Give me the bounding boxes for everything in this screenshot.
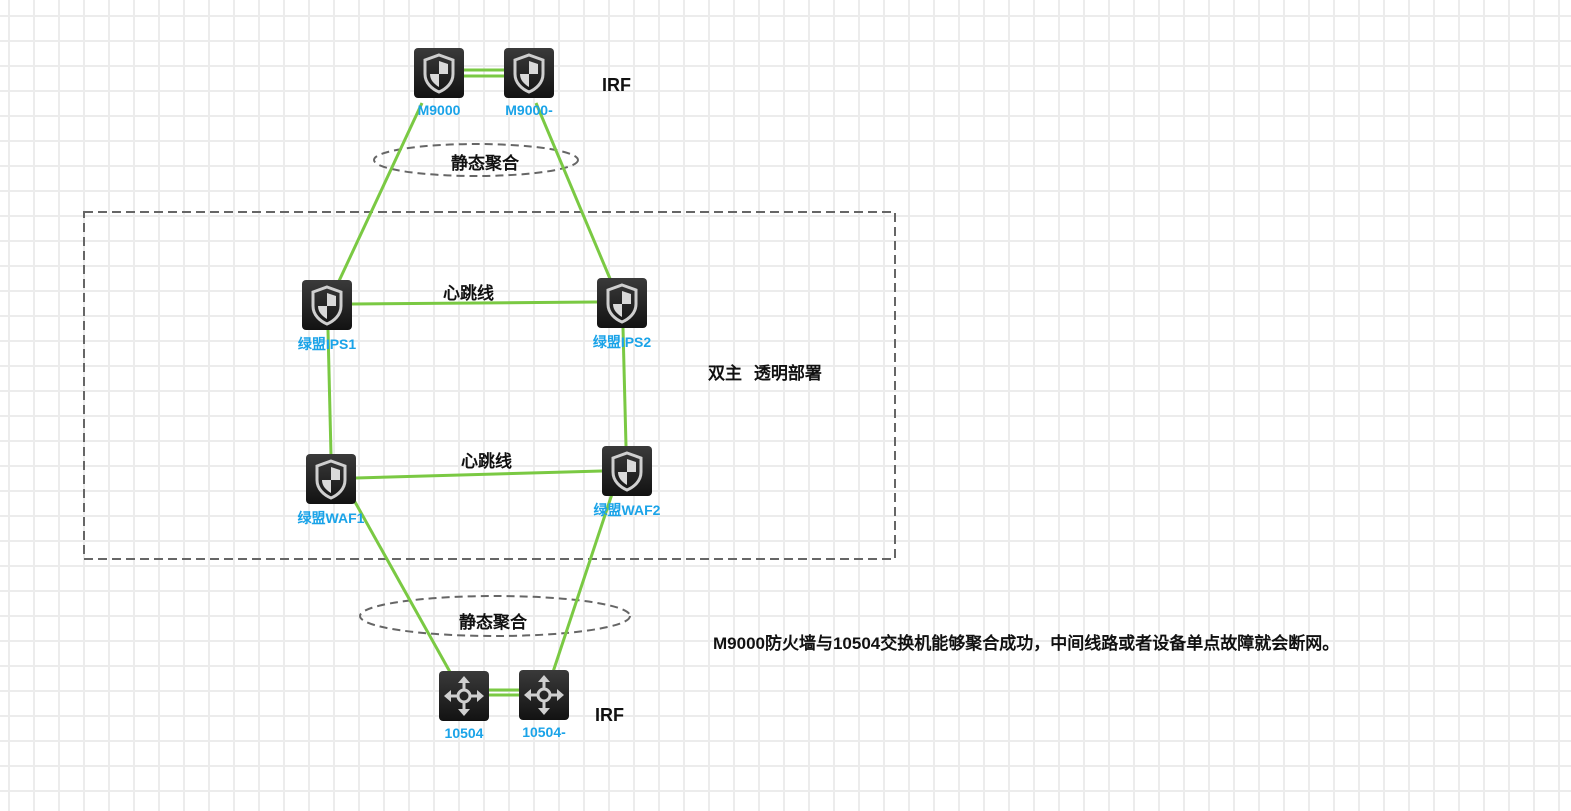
node-m9000[interactable] (414, 48, 464, 98)
node-label-m9000: M9000 (417, 102, 461, 118)
node-label-ips2: 绿盟IPS2 (592, 334, 652, 350)
link-m9000-ips1 (337, 102, 424, 282)
firewall-shield-icon (602, 446, 652, 496)
link-ips1-waf1 (326, 329, 333, 456)
static-agg-label-top: 静态聚合 (451, 154, 519, 174)
firewall-shield-icon (306, 454, 356, 504)
node-label-waf1: 绿盟WAF1 (297, 510, 365, 526)
node-label-ips1: 绿盟IPS1 (297, 336, 357, 352)
link-waf2-10504b (551, 493, 614, 673)
switch-router-icon (519, 670, 569, 720)
irf-label-bottom: IRF (595, 705, 624, 725)
node-label-m9000b: M9000- (505, 102, 553, 118)
link-ips1-ips2 (351, 300, 598, 306)
node-waf2[interactable] (602, 446, 652, 496)
node-waf1[interactable] (306, 454, 356, 504)
node-m9000b[interactable] (504, 48, 554, 98)
deployment-label: 双主 透明部署 (708, 364, 822, 384)
link-waf1-waf2 (355, 469, 603, 480)
node-ips2[interactable] (597, 278, 647, 328)
switch-router-icon (439, 671, 489, 721)
irf-label-top: IRF (602, 75, 631, 95)
static-agg-ellipse-bottom (359, 595, 631, 637)
link-m9000b-ips2 (534, 102, 613, 282)
node-label-waf2: 绿盟WAF2 (593, 502, 661, 518)
note-text: M9000防火墙与10504交换机能够聚合成功，中间线路或者设备单点故障就会断网… (713, 634, 1340, 653)
static-agg-label-bottom: 静态聚合 (459, 613, 527, 633)
heartbeat-label-top: 心跳线 (443, 284, 494, 304)
node-10504[interactable] (439, 671, 489, 721)
static-agg-ellipse-top (373, 143, 579, 177)
deployment-zone-box (83, 211, 896, 560)
node-label-10504b: 10504- (522, 724, 566, 740)
firewall-shield-icon (597, 278, 647, 328)
firewall-shield-icon (302, 280, 352, 330)
link-ips2-waf2 (621, 327, 628, 447)
firewall-shield-icon (504, 48, 554, 98)
node-label-10504: 10504 (444, 725, 484, 741)
node-ips1[interactable] (302, 280, 352, 330)
node-10504b[interactable] (519, 670, 569, 720)
heartbeat-label-bottom: 心跳线 (461, 452, 512, 472)
link-waf1-10504 (348, 492, 452, 673)
firewall-shield-icon (414, 48, 464, 98)
